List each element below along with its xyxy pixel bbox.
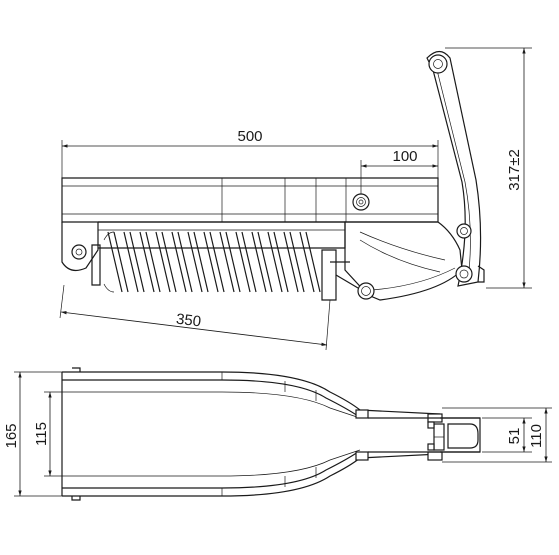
dim-110-label: 110: [528, 424, 545, 448]
pivot-bolt-lower: [357, 282, 375, 300]
coil-spring: [91, 231, 359, 301]
swing-arm: [426, 50, 485, 287]
beam-lower-plate: [98, 221, 346, 249]
dim-317: 317±2: [445, 47, 532, 289]
dim-115: 115: [33, 391, 62, 477]
main-beam: [61, 177, 439, 223]
left-bracket: [61, 222, 99, 272]
dim-500: 500: [61, 128, 439, 178]
dim-165: 165: [3, 371, 62, 497]
top-inner-rails: [62, 391, 361, 477]
dim-51-label: 51: [506, 428, 523, 445]
top-hinge-block: [355, 409, 481, 461]
dim-115-label: 115: [33, 422, 50, 446]
dim-100: 100: [360, 148, 438, 194]
side-view: 500 100 317±2 350: [59, 47, 532, 351]
dim-350: 350: [59, 284, 331, 351]
pivot-bolt-upper: [352, 193, 370, 211]
top-frame: [61, 367, 441, 501]
dim-51: 51: [482, 417, 532, 453]
dim-100-label: 100: [392, 148, 417, 165]
top-view: 165 115 51 110: [3, 367, 552, 501]
dim-110: 110: [442, 407, 552, 463]
dim-165-label: 165: [3, 423, 20, 448]
dim-317-label: 317±2: [506, 149, 523, 191]
dim-350-label: 350: [175, 311, 202, 331]
dim-500-label: 500: [237, 128, 262, 145]
